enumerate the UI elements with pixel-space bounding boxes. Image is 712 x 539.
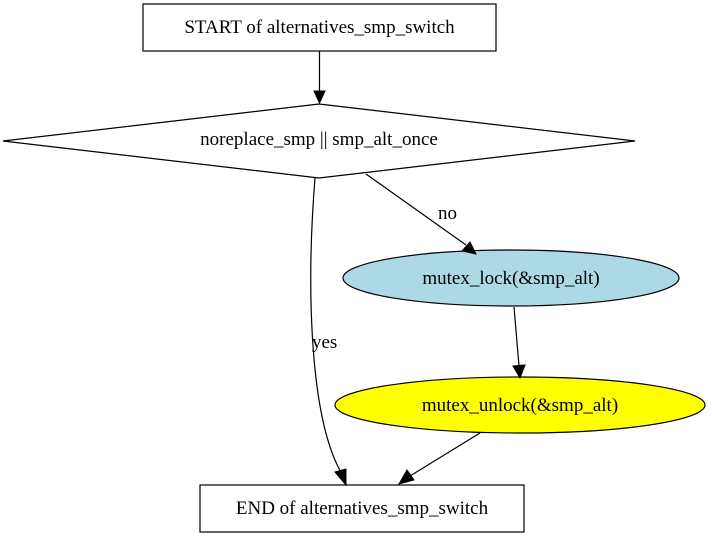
decision-node: noreplace_smp || smp_alt_once xyxy=(2,103,636,179)
start-node-label: START of alternatives_smp_switch xyxy=(184,17,455,38)
edge-decision-to-lock-line xyxy=(365,173,467,246)
edge-decision-to-end: yes xyxy=(310,177,347,487)
unlock-node-label: mutex_unlock(&smp_alt) xyxy=(422,395,618,416)
end-node-box xyxy=(199,484,525,533)
edge-decision-to-end-arrowhead xyxy=(334,468,347,487)
end-node-label: END of alternatives_smp_switch xyxy=(236,498,489,519)
start-node-box xyxy=(142,3,497,52)
edge-lock-to-unlock-line xyxy=(513,306,520,367)
edge-unlock-to-end xyxy=(397,432,481,485)
edge-unlock-to-end-arrowhead xyxy=(397,469,415,485)
lock-node: mutex_lock(&smp_alt) xyxy=(342,249,680,307)
end-node: END of alternatives_smp_switch xyxy=(199,484,525,533)
decision-node-diamond xyxy=(2,103,636,179)
edge-decision-to-lock-arrowhead xyxy=(461,241,477,255)
decision-node-label: noreplace_smp || smp_alt_once xyxy=(200,129,438,150)
unlock-node: mutex_unlock(&smp_alt) xyxy=(334,376,706,434)
edge-start-to-decision xyxy=(313,51,326,105)
edge-lock-to-unlock-arrowhead xyxy=(512,364,526,380)
lock-node-ellipse xyxy=(342,249,680,307)
lock-node-label: mutex_lock(&smp_alt) xyxy=(422,268,599,289)
edge-decision-to-end-line xyxy=(310,177,343,475)
edge-decision-to-lock-label: no xyxy=(438,203,457,224)
edge-decision-to-lock: no xyxy=(365,173,477,255)
edge-start-to-decision-arrowhead xyxy=(313,90,326,105)
start-node: START of alternatives_smp_switch xyxy=(142,3,497,52)
edge-decision-to-end-label: yes xyxy=(312,332,337,353)
edge-unlock-to-end-line xyxy=(409,432,481,477)
edge-lock-to-unlock xyxy=(512,306,526,380)
